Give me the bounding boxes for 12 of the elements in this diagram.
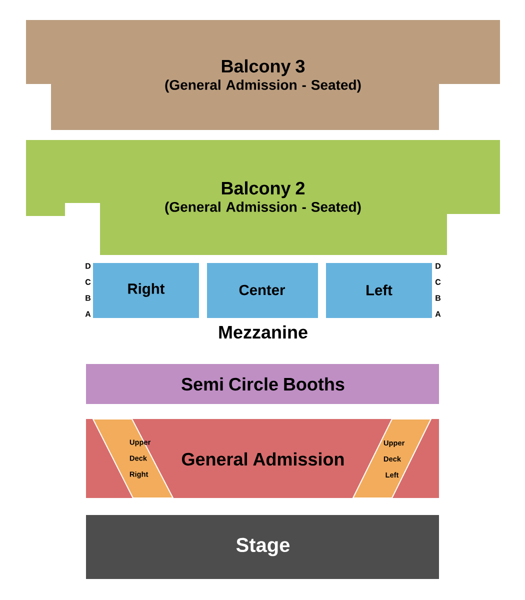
- seating-section: Right: [93, 263, 199, 318]
- area-label: Mezzanine: [219, 325, 308, 339]
- seating-section: Semi Circle Booths: [86, 364, 439, 404]
- row-letter: C: [435, 279, 441, 285]
- seating-section: Balcony 3 (General Admission - Seated): [26, 20, 500, 130]
- row-letter: C: [85, 279, 91, 285]
- row-letter: D: [436, 263, 441, 269]
- row-letter: D: [86, 263, 91, 269]
- seating-section: Center: [207, 263, 318, 318]
- seating-section: Left: [326, 263, 432, 318]
- seating-section: Balcony 2 (General Admission - Seated): [26, 140, 500, 255]
- stage: Stage: [86, 515, 439, 579]
